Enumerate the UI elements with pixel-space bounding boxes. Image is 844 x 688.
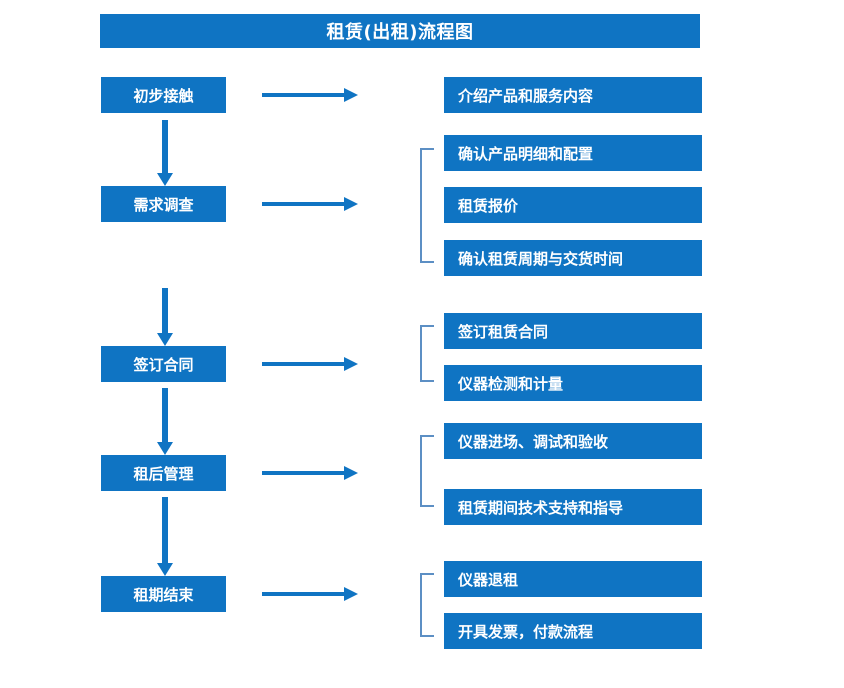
arrow-shaft	[262, 93, 346, 97]
vertical-arrow-4-to-5	[157, 497, 173, 576]
output-node-2-3[interactable]: 确认租赁周期与交货时间	[444, 240, 702, 276]
arrow-shaft	[162, 120, 168, 173]
arrow-head-icon	[157, 442, 173, 455]
group-bracket-stage-2	[420, 148, 434, 263]
output-node-4-2[interactable]: 租赁期间技术支持和指导	[444, 489, 702, 525]
group-bracket-stage-3	[420, 325, 434, 382]
horizontal-arrow-stage-4	[262, 466, 358, 480]
diagram-title: 租赁(出租)流程图	[100, 14, 700, 48]
vertical-arrow-2-to-3	[157, 288, 173, 346]
arrow-shaft	[262, 202, 346, 206]
arrow-head-icon	[157, 173, 173, 186]
arrow-shaft	[162, 497, 168, 563]
output-node-2-1[interactable]: 确认产品明细和配置	[444, 135, 702, 171]
group-bracket-stage-4	[420, 435, 434, 507]
horizontal-arrow-stage-2	[262, 197, 358, 211]
vertical-arrow-1-to-2	[157, 120, 173, 186]
arrow-shaft	[262, 362, 346, 366]
arrow-head-icon	[344, 357, 358, 371]
output-node-5-1[interactable]: 仪器退租	[444, 561, 702, 597]
horizontal-arrow-stage-1	[262, 88, 358, 102]
arrow-shaft	[162, 288, 168, 333]
group-bracket-stage-5	[420, 573, 434, 637]
arrow-head-icon	[344, 197, 358, 211]
arrow-head-icon	[157, 563, 173, 576]
stage-node-3[interactable]: 签订合同	[101, 346, 226, 382]
vertical-arrow-3-to-4	[157, 388, 173, 455]
output-node-1-1[interactable]: 介绍产品和服务内容	[444, 77, 702, 113]
output-node-4-1[interactable]: 仪器进场、调试和验收	[444, 423, 702, 459]
arrow-head-icon	[157, 333, 173, 346]
arrow-head-icon	[344, 88, 358, 102]
arrow-head-icon	[344, 587, 358, 601]
stage-node-4[interactable]: 租后管理	[101, 455, 226, 491]
output-node-5-2[interactable]: 开具发票，付款流程	[444, 613, 702, 649]
output-node-3-1[interactable]: 签订租赁合同	[444, 313, 702, 349]
stage-node-5[interactable]: 租期结束	[101, 576, 226, 612]
stage-node-1[interactable]: 初步接触	[101, 77, 226, 113]
horizontal-arrow-stage-3	[262, 357, 358, 371]
arrow-shaft	[162, 388, 168, 442]
output-node-3-2[interactable]: 仪器检测和计量	[444, 365, 702, 401]
stage-node-2[interactable]: 需求调查	[101, 186, 226, 222]
arrow-shaft	[262, 592, 346, 596]
horizontal-arrow-stage-5	[262, 587, 358, 601]
output-node-2-2[interactable]: 租赁报价	[444, 187, 702, 223]
arrow-shaft	[262, 471, 346, 475]
arrow-head-icon	[344, 466, 358, 480]
